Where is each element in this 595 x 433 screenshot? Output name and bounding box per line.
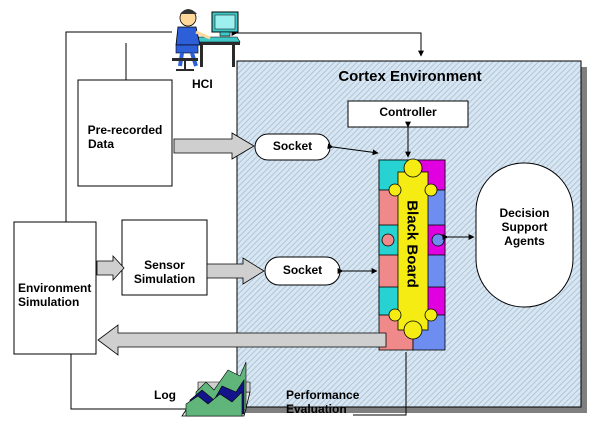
line-socket-to-blackboard [327,143,379,156]
sensor-line2: Simulation [133,271,196,286]
line-blackboard-to-performance [353,352,407,416]
environment-simulation-box [13,221,97,355]
prerecorded-data-box [77,79,173,187]
sensor-line1: Sensor [144,258,185,272]
performance-line2: Evaluation [286,401,347,416]
arrow-prerecorded-to-socket [173,132,255,160]
socket-top-label: Socket [272,139,313,153]
line-hci-to-cortex [231,30,424,57]
performance-evaluation-label: Performance Evaluation [286,388,360,417]
decision-support-agents-label: Decision Support Agents [476,206,573,248]
sensor-simulation-label: Sensor Simulation [122,258,207,287]
decision-line2: Support [501,219,548,234]
arrow-sensor-to-socket [206,257,265,285]
log-label: Log [154,388,176,402]
line-env-to-log [70,354,197,412]
decision-support-agents-shape [475,162,574,308]
sensor-simulation-box [121,219,208,296]
controller-label: Controller [379,105,437,119]
hci-label: HCI [192,77,213,91]
env-line1: Environment [18,281,92,295]
3d-area-chart-icon [181,361,251,417]
performance-line1: Performance [286,388,360,402]
person-at-computer-icon [172,9,241,71]
cortex-environment-title: Cortex Environment [338,68,482,85]
line-env-to-hci [65,31,172,222]
prerecorded-line1: Pre-recorded [87,123,163,137]
env-line2: Simulation [18,294,80,309]
blackboard-puzzle [378,158,446,351]
prerecorded-line2: Data [88,136,115,151]
prerecorded-data-label: Pre-recorded Data [78,123,172,152]
environment-simulation-label: Environment Simulation [18,281,98,310]
arrow-env-to-sensor [96,254,125,282]
decision-line1: Decision [499,206,550,220]
decision-line3: Agents [504,233,545,248]
blackboard-label: Black Board [403,200,421,288]
arrow-blackboard-to-env [97,324,387,356]
socket-bottom-label: Socket [282,263,323,277]
